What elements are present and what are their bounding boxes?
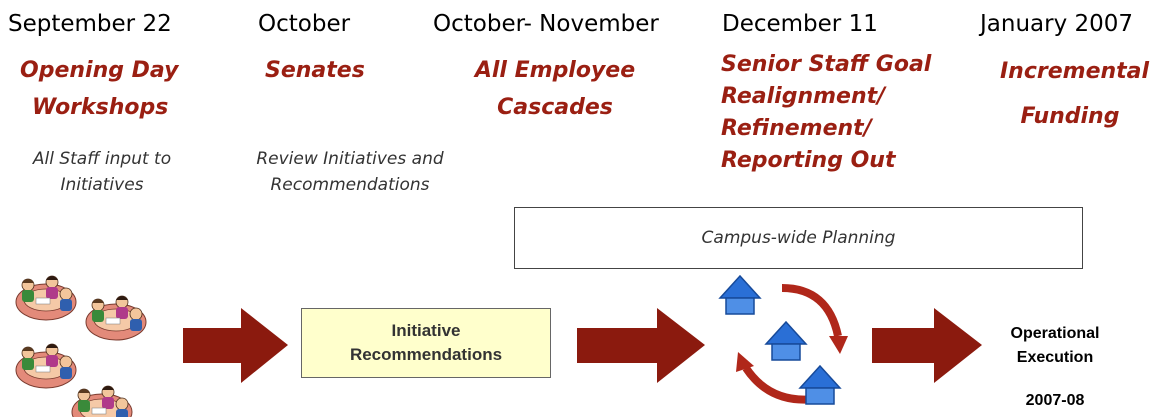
phase-2-date: October	[258, 11, 351, 37]
phase-3-date: October- November	[433, 11, 659, 37]
campus-planning-label: Campus-wide Planning	[701, 228, 896, 248]
phase-1-title: Opening Day Workshops	[20, 58, 179, 120]
phase-3-title: All Employee Cascades	[474, 58, 636, 120]
phase-1-description: All Staff input to Initiatives	[32, 149, 172, 195]
people-at-table-icon	[15, 275, 147, 417]
operational-year: 2007-08	[1025, 392, 1085, 409]
phase-5-date: January 2007	[980, 11, 1134, 37]
house-icon	[764, 320, 808, 361]
phase-5-title: Incremental Funding	[1000, 59, 1150, 129]
right-arrow-icon	[872, 308, 982, 383]
right-arrow-icon	[183, 308, 288, 383]
campus-planning-box: Campus-wide Planning	[514, 207, 1083, 269]
house-icon	[798, 364, 842, 405]
house-icon	[718, 274, 762, 315]
initiative-recommendations-box: Initiative Recommendations	[301, 308, 551, 378]
phase-2-title: Senates	[265, 58, 365, 83]
right-arrow-icon	[577, 308, 705, 383]
recommendations-label: Recommendations	[349, 345, 503, 364]
operational-execution-label: Operational Execution	[1010, 325, 1100, 366]
initiative-label: Initiative	[391, 321, 461, 340]
phase-1-date: September 22	[8, 11, 172, 37]
phase-2-description: Review Initiatives and Recommendations	[256, 149, 444, 195]
cycle-arrows-icon	[718, 274, 848, 405]
phase-4-title: Senior Staff Goal Realignment/ Refinemen…	[721, 52, 932, 173]
phase-4-date: December 11	[722, 11, 878, 37]
